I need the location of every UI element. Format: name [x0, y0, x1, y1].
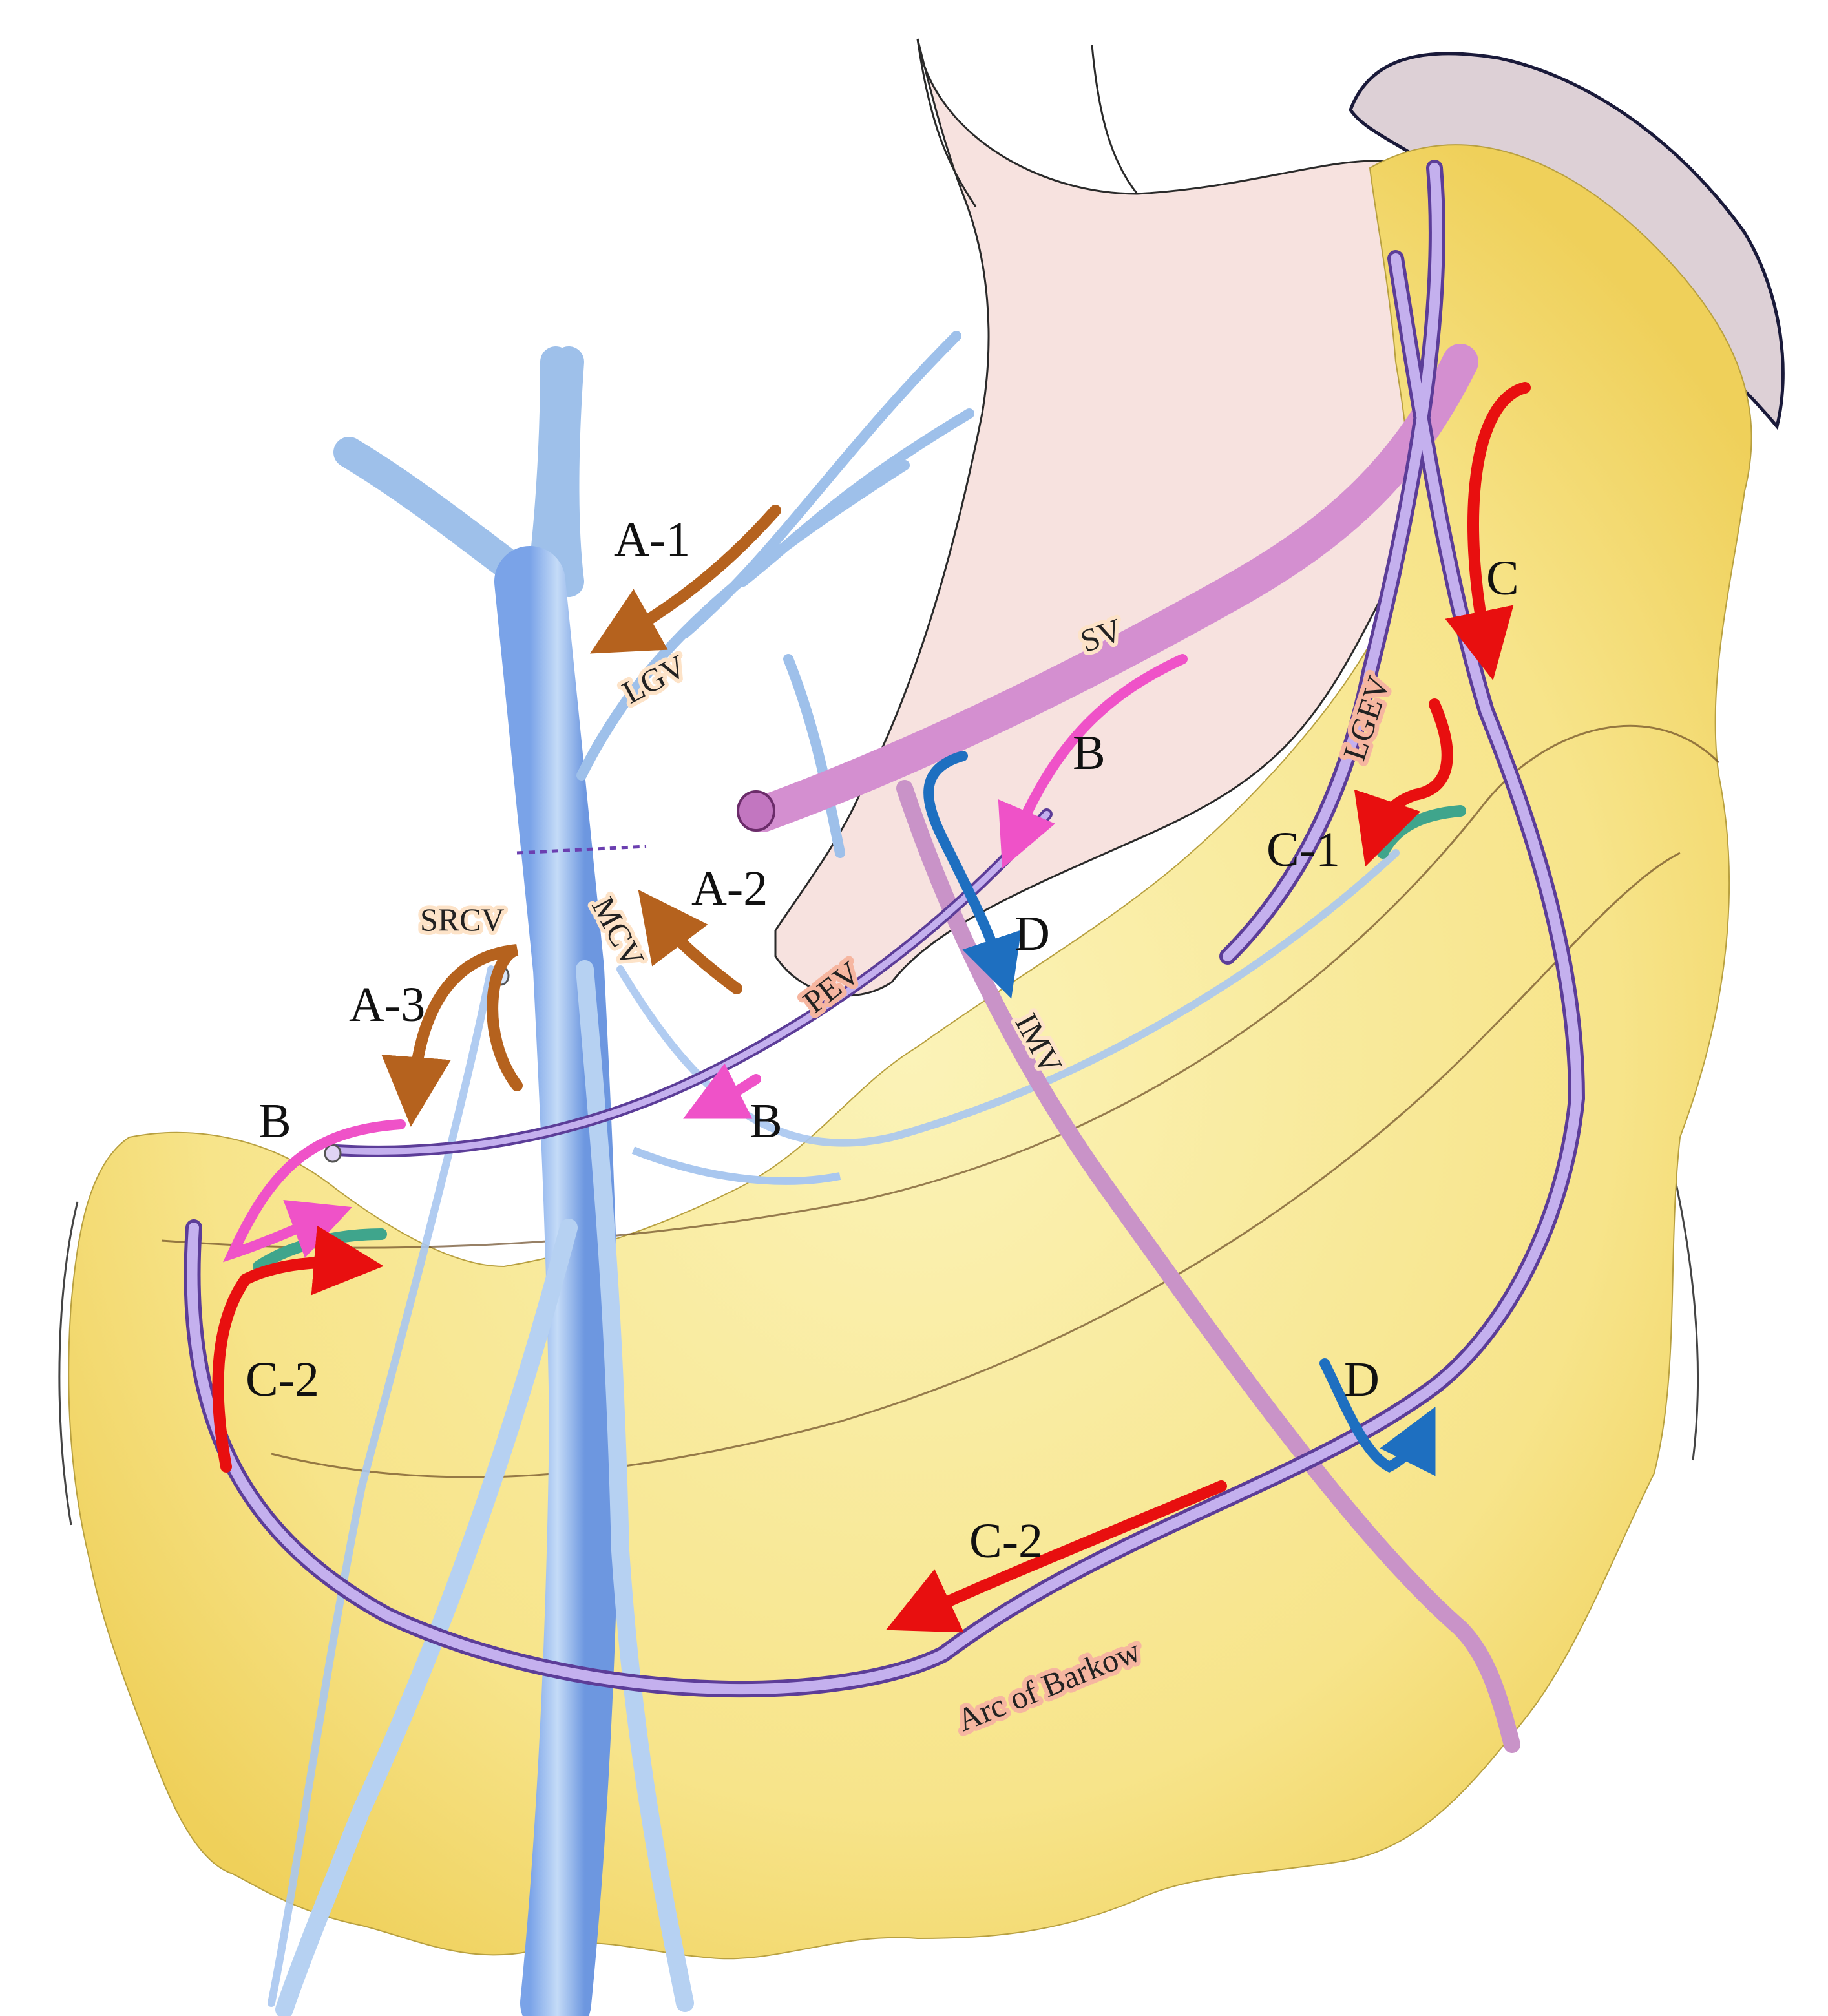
- arrow-d-top: [923, 751, 1022, 999]
- arrow-a1: [589, 505, 781, 654]
- label-b-left: B: [258, 1094, 291, 1148]
- transverse-colon: [161, 724, 1720, 1478]
- esophagus-outline: [916, 38, 1139, 207]
- splenic-vein: [744, 344, 1478, 832]
- label-d-top: D: [1014, 907, 1050, 961]
- label-c1: C-1: [1266, 823, 1340, 877]
- label-c2-bottom: C-2: [969, 1514, 1043, 1568]
- ligated-vessel-stump-icon-left: [324, 1144, 342, 1163]
- arrow-a3: [381, 944, 523, 1127]
- label-b-top: B: [1073, 726, 1106, 780]
- label-c2-left: C-2: [246, 1352, 319, 1407]
- arrow-c2-left: [212, 1225, 384, 1473]
- collateral-veins: [184, 160, 1586, 1698]
- label-d-bottom: D: [1344, 1352, 1380, 1407]
- arrow-b-left: [222, 1119, 406, 1263]
- label-a1: A-1: [614, 512, 690, 567]
- arrow-c2-bottom: [885, 1480, 1227, 1633]
- label-c: C: [1486, 551, 1519, 605]
- arrow-c: [1445, 382, 1531, 680]
- arrow-b-mid: [683, 1063, 761, 1119]
- label-a3: A-3: [349, 978, 425, 1032]
- arrow-b-top: [998, 654, 1188, 869]
- flow-arrows: [212, 382, 1531, 1633]
- suture-line-icon: [516, 845, 647, 855]
- label-lgv: LGV: [616, 647, 692, 711]
- label-a2: A-2: [691, 861, 768, 916]
- label-srcv: SRCV: [420, 901, 505, 938]
- arrow-d-bottom: [1319, 1358, 1436, 1476]
- splenic-vein-stump: [737, 790, 775, 832]
- arrow-c1: [1354, 698, 1453, 867]
- arrow-a2: [638, 889, 742, 994]
- label-b-mid: B: [750, 1094, 783, 1148]
